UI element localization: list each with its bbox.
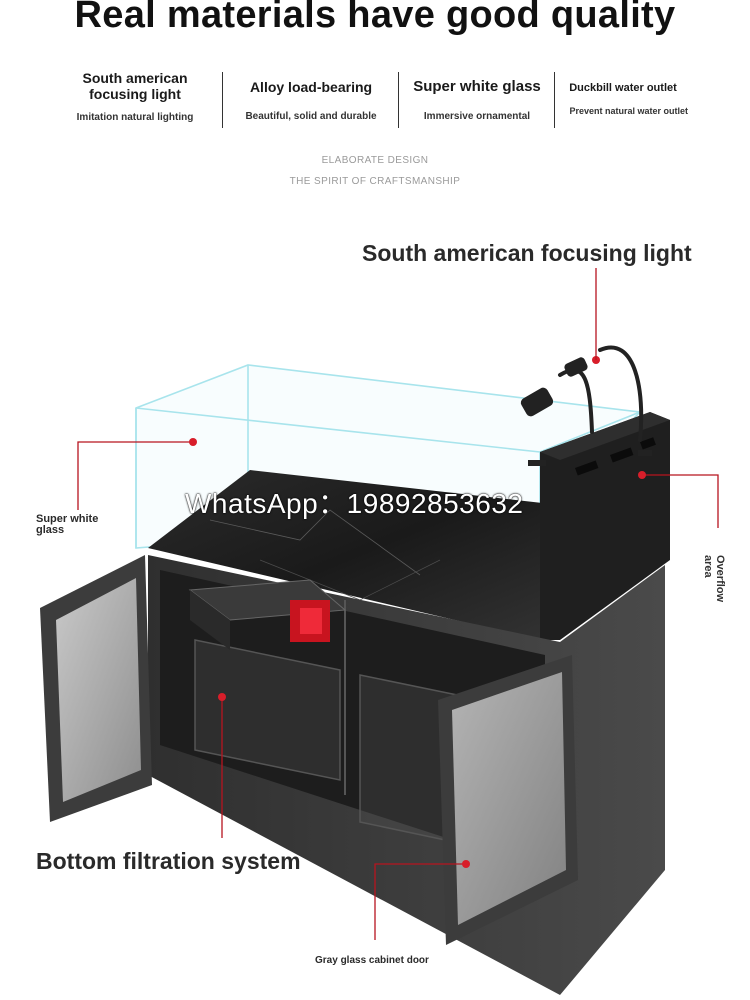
feature-subtitle: Prevent natural water outlet (569, 106, 688, 116)
overflow-box (540, 412, 670, 640)
callout-lines (77, 268, 719, 940)
headline: Real materials have good quality (74, 0, 676, 36)
feature-strip: South american focusing light Imitation … (60, 70, 700, 130)
callout-overflow: Overflow area (702, 555, 726, 603)
feature-duckbill: Duckbill water outlet Prevent natural wa… (558, 70, 688, 128)
feature-title: Duckbill water outlet (569, 82, 677, 94)
feature-title: Super white glass (413, 78, 541, 95)
divider (398, 72, 399, 128)
callout-dots (189, 438, 646, 868)
tagline-1: ELABORATE DESIGN (321, 155, 429, 166)
divider (554, 72, 555, 128)
whatsapp-watermark: WhatsApp：19892853632 (185, 488, 524, 519)
feature-alloy: Alloy load-bearing Beautiful, solid and … (230, 70, 392, 128)
callout-light: South american focusing light (362, 240, 692, 266)
feature-subtitle: Beautiful, solid and durable (245, 111, 377, 122)
feature-glass: Super white glass Immersive ornamental (401, 70, 553, 128)
callout-filtration: Bottom filtration system (36, 848, 301, 874)
divider (222, 72, 223, 128)
feature-title: South american focusing light (82, 70, 188, 102)
feature-subtitle: Imitation natural lighting (76, 112, 194, 123)
feature-subtitle: Immersive ornamental (423, 111, 531, 122)
tank-bottom (148, 470, 560, 640)
feature-light: South american focusing light Imitation … (60, 70, 210, 128)
tagline-2: THE SPIRIT OF CRAFTSMANSHIP (289, 176, 461, 187)
feature-title: Alloy load-bearing (249, 79, 373, 95)
callout-door: Gray glass cabinet door (315, 955, 429, 966)
callout-glass: Super white glass (36, 513, 99, 536)
